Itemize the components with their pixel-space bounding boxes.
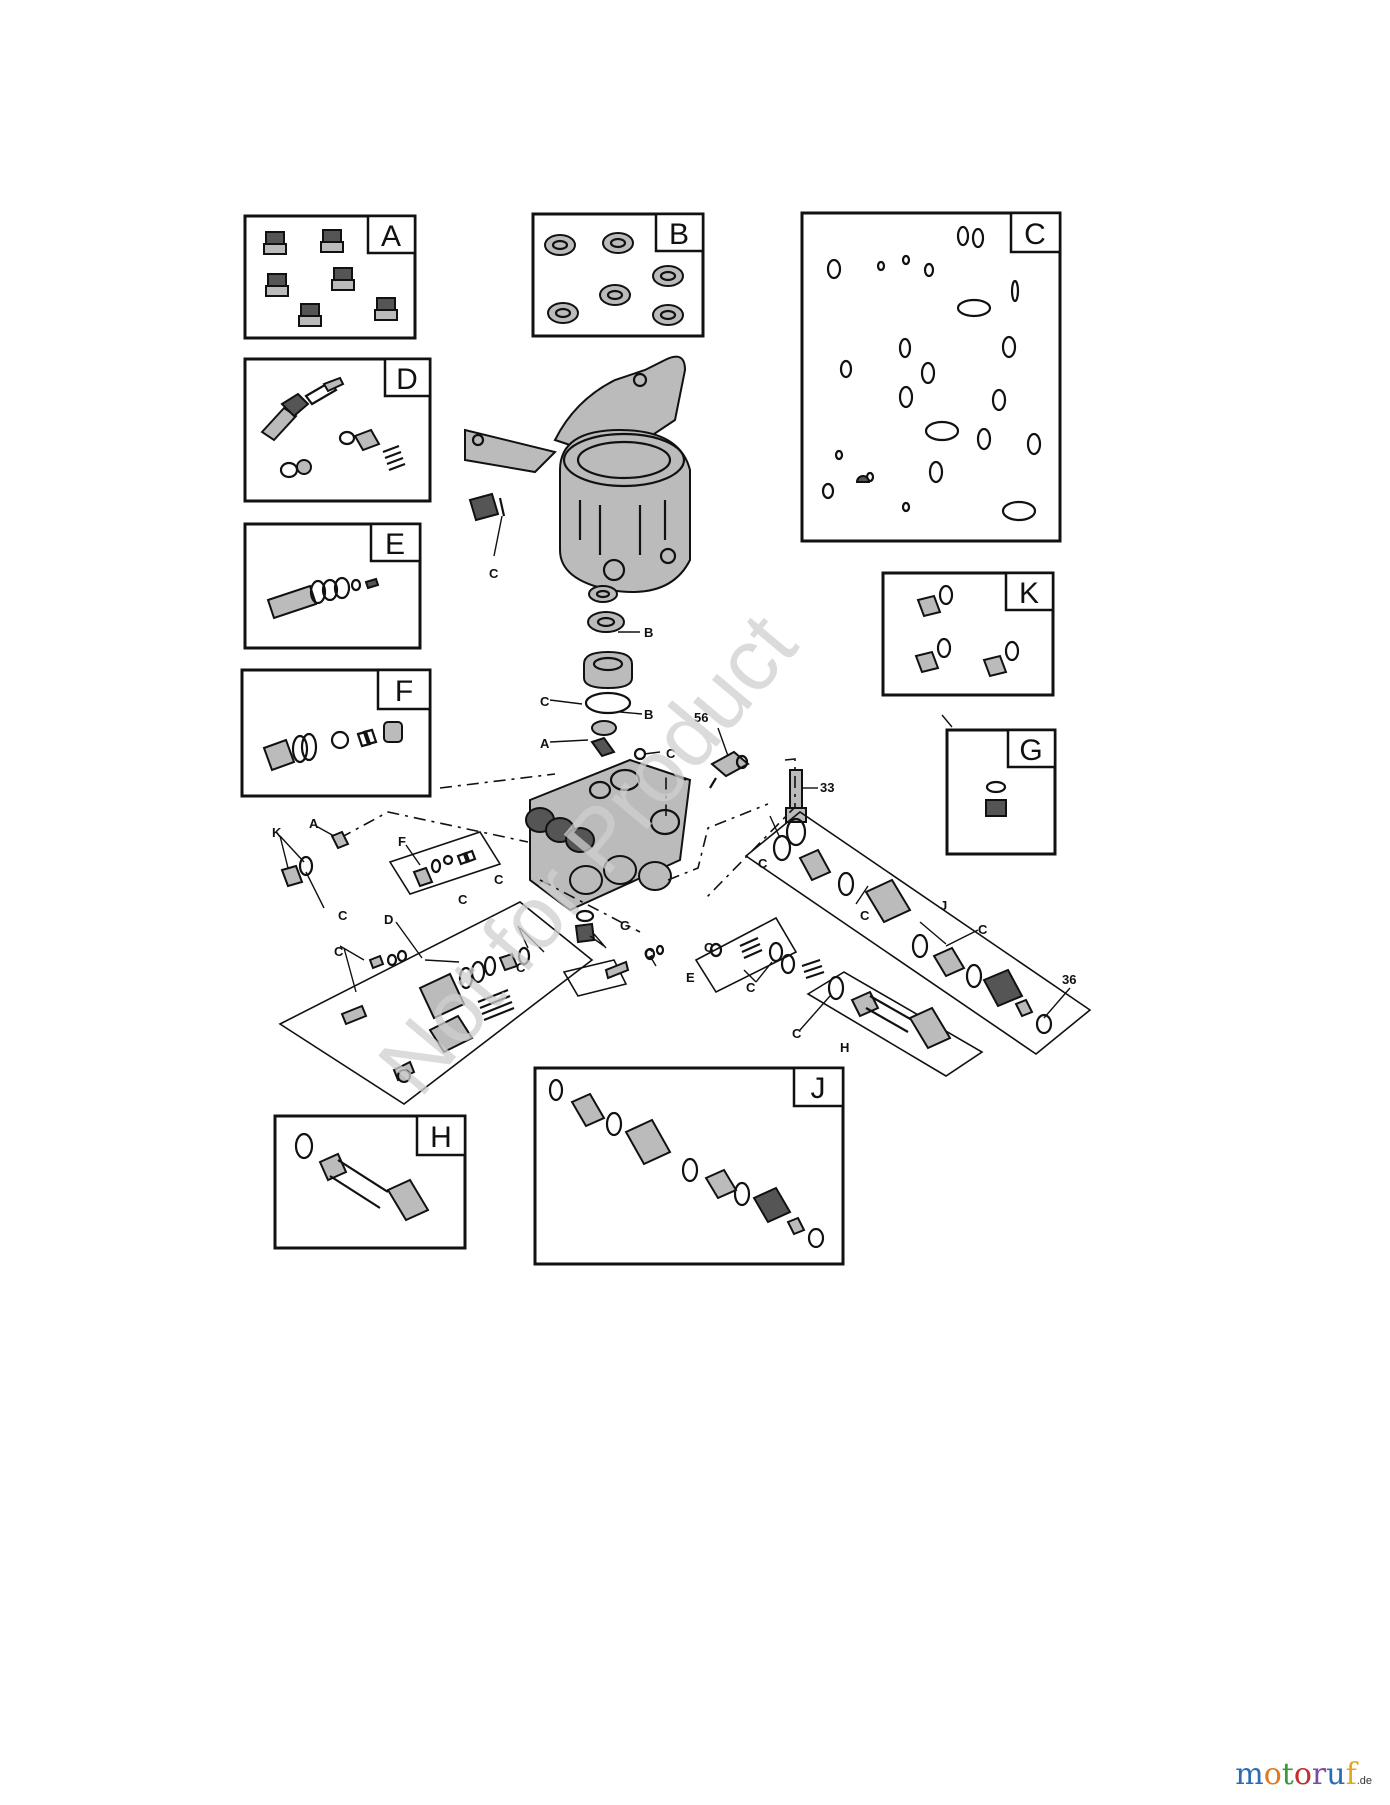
callout-c-right: C [666, 746, 676, 761]
kit-letter-k: K [1019, 577, 1039, 610]
logo-letter: o [1293, 1757, 1312, 1792]
fitting-56 [709, 750, 750, 789]
plug-assembly-icon [262, 721, 403, 772]
kit-box-b: B [531, 212, 705, 338]
kit-box-c: C [800, 211, 1062, 543]
callout-j-group: J [940, 898, 947, 913]
centerline-4 [339, 811, 529, 843]
kit-box-h: H [273, 1114, 467, 1250]
oil-plug [468, 492, 506, 522]
small-orings [768, 941, 825, 980]
kit-letter-c: C [1024, 218, 1046, 251]
callout-c-f: C [458, 892, 468, 907]
kit-box-g: G [941, 714, 1057, 856]
kit-box-a: A [243, 214, 417, 340]
left-plug-parts [280, 830, 350, 888]
check-valve-icon [266, 576, 380, 620]
callout-33: 33 [820, 780, 834, 795]
callout-c-mid2: C [704, 940, 714, 955]
callout-c-mid: C [540, 694, 550, 709]
callout-c-e: C [644, 946, 654, 961]
callout-c-mid3: C [746, 980, 756, 995]
logo-letter: r [1311, 1757, 1327, 1792]
kit-letter-b: B [669, 218, 689, 251]
logo-tld: .de [1356, 1775, 1372, 1787]
inlet-tube-icon [294, 1132, 430, 1222]
logo-letter: t [1281, 1757, 1294, 1792]
centerline-2 [665, 770, 687, 816]
callout-labels: C B C B A C 56 33 K A C F C C D C C G C … [272, 566, 1076, 1055]
group-h [806, 971, 984, 1077]
callout-c-j1: C [758, 856, 768, 871]
unloader-valve-icon [260, 376, 406, 479]
drain-plug-icon [985, 780, 1007, 817]
kit-box-f: F [240, 668, 432, 798]
outlet-fittings-icon [548, 1078, 825, 1249]
kit-letter-h: H [430, 1121, 452, 1154]
callout-36: 36 [1062, 972, 1076, 987]
callout-k-left: K [272, 825, 282, 840]
nut-icons [263, 229, 398, 327]
kit-box-e: E [243, 522, 422, 650]
group-f [388, 831, 502, 895]
callout-g-center: G [620, 918, 630, 933]
o-ring-icons [821, 225, 1042, 522]
callout-c-j3: C [978, 922, 988, 937]
middle-spring-group [694, 916, 798, 994]
main-assembly [278, 355, 1092, 1105]
callout-c-left: C [338, 908, 348, 923]
group-d [278, 901, 594, 1105]
seal-icons [544, 232, 684, 326]
group-j [744, 811, 1092, 1055]
kit-box-j: J [533, 1066, 845, 1266]
kit-letter-e: E [385, 528, 405, 561]
logo-letter: u [1326, 1757, 1346, 1792]
callout-c-d2: C [516, 960, 526, 975]
leader-lines [279, 515, 1071, 1031]
callout-56: 56 [694, 710, 708, 725]
callout-b-lower: B [644, 707, 653, 722]
logo-letter: o [1263, 1757, 1282, 1792]
kit-letter-a: A [381, 220, 401, 253]
callout-b-upper: B [644, 625, 653, 640]
kit-letter-d: D [396, 363, 418, 396]
callout-e-group: E [686, 970, 695, 985]
plug-icons [914, 584, 1020, 678]
kit-letter-f: F [395, 675, 413, 708]
centerline-1 [439, 773, 556, 789]
centerline-5 [539, 879, 641, 933]
manifold-head [525, 747, 692, 912]
group-e [562, 944, 665, 997]
callout-c-d1: C [334, 944, 344, 959]
crankcase-housing [464, 355, 691, 593]
kit-letter-j: J [811, 1072, 826, 1105]
logo-letter: m [1235, 1757, 1264, 1792]
motoruf-logo[interactable]: motoruf.de [1235, 1757, 1372, 1792]
seal-stack [583, 585, 633, 758]
callout-h-group: H [840, 1040, 849, 1055]
logo-letter: f [1345, 1757, 1357, 1792]
callout-f-group: F [398, 834, 406, 849]
callout-d-group: D [384, 912, 393, 927]
kit-letter-g: G [1019, 734, 1042, 767]
callout-a-left: A [309, 816, 319, 831]
callout-a-top: A [540, 736, 550, 751]
callout-c-f2: C [494, 872, 504, 887]
callout-c-housing: C [489, 566, 499, 581]
kit-box-d: D [243, 357, 432, 503]
centerline-3 [704, 758, 796, 900]
callout-c-h: C [792, 1026, 802, 1041]
kit-box-k: K [881, 571, 1055, 697]
center-drain-plug [574, 909, 596, 944]
callout-c-j2: C [860, 908, 870, 923]
